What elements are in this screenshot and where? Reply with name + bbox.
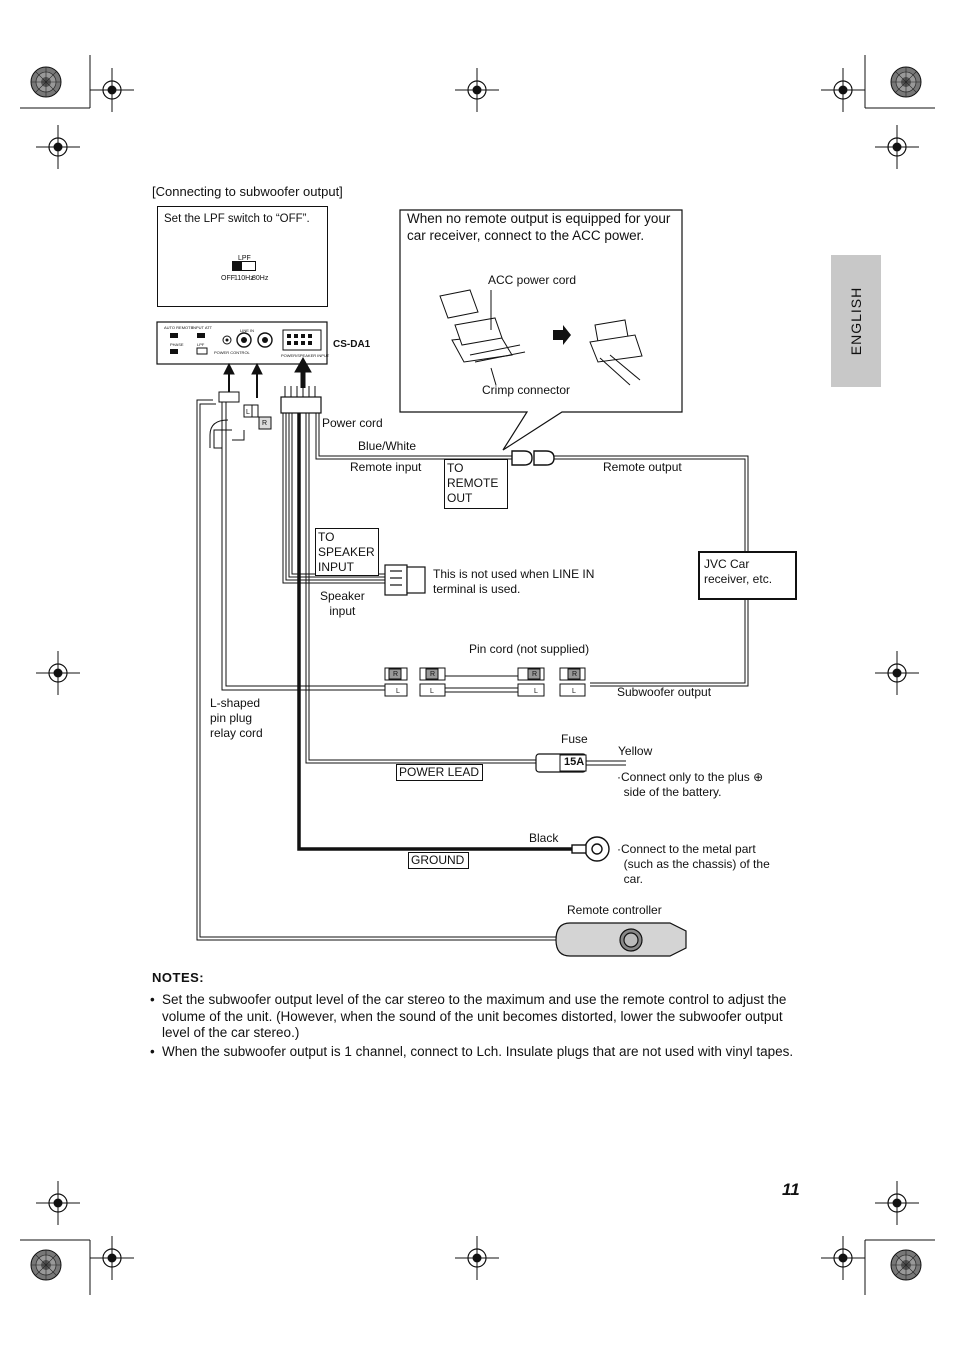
rca-l-3: L [534,688,538,695]
acc-callout-text: When no remote output is equipped for yo… [407,211,671,243]
lpf-instruction-box: Set the LPF switch to “OFF”. LPF OFF 110… [157,206,328,307]
ground-terminal [571,836,610,862]
rca-r-4: R [572,671,578,678]
connect-plus-note: ·Connect only to the plus ⊕ side of the … [617,770,764,799]
unit-label-lpf: LPF [197,342,205,347]
bullet-icon: • [150,1044,155,1059]
note-text-2: When the subwoofer output is 1 channel, … [162,1044,794,1059]
rca-r-1: R [393,671,399,678]
rca-r-2: R [430,671,436,678]
unit-label-auto-remote: AUTO REMOTE [164,325,194,330]
unit-label-phase: PHASE [170,342,184,347]
fuse [535,753,587,773]
unit-label-input-att: INPUT ATT [192,325,213,330]
crimp-connector-drawing [439,289,643,386]
unit-label-line-in: LINE IN [240,328,255,333]
unit-label-power-control: POWER CONTROL [214,350,250,355]
pin-cord-label: Pin cord (not supplied) [469,642,590,656]
rca-r-3: R [532,671,538,678]
relay-r: R [262,420,268,427]
cs-da1-unit [156,321,328,365]
acc-cord-label: ACC power cord [488,273,577,287]
language-tab-label: ENGLISH [848,286,864,356]
bullet-icon: • [150,992,155,1007]
power-lead-box: POWER LEAD [396,764,483,781]
relay-l: L [246,409,250,416]
note-item-2: • When the subwoofer output is 1 channel… [150,1044,800,1061]
power-connector [280,386,322,414]
section-heading: [Connecting to subwoofer output] [152,184,343,199]
language-tab: ENGLISH [831,255,881,387]
note-item-1: • Set the subwoofer output level of the … [150,992,800,1042]
to-speaker-input-label: TO SPEAKER INPUT [318,530,375,574]
to-remote-out-box: TO REMOTE OUT [444,459,508,509]
remote-controller-drawing [555,922,687,957]
subwoofer-output-label: Subwoofer output [617,685,712,699]
rca-l-2: L [430,688,434,695]
lpf-pos-80: 80Hz [252,275,269,282]
fuse-label: Fuse [561,732,588,746]
page-number: 11 [782,1180,800,1199]
rca-plugs [384,667,586,697]
notes-title: NOTES: [152,970,205,985]
speaker-input-connector [384,564,426,596]
yellow-label: Yellow [618,744,653,758]
rca-l-4: L [572,688,576,695]
lpf-switch [232,261,256,271]
jvc-receiver-box: JVC Car receiver, etc. [698,551,797,600]
note-text-1: Set the subwoofer output level of the ca… [162,992,787,1040]
ground-box: GROUND [408,852,469,869]
not-used-note: This is not used when LINE IN terminal i… [433,567,595,596]
lpf-switch-label: LPF [238,255,251,262]
remote-input-label: Remote input [350,460,422,474]
to-speaker-input-box: TO SPEAKER INPUT [315,528,379,576]
remote-connector [511,450,555,466]
power-lead-label: POWER LEAD [399,765,480,779]
crimp-connector-label: Crimp connector [482,383,571,397]
l-shaped-cord-label: L-shaped pin plug relay cord [210,696,263,740]
blue-white-label: Blue/White [358,439,417,453]
unit-model: CS-DA1 [333,339,371,350]
lpf-instruction: Set the LPF switch to “OFF”. [164,213,310,225]
jvc-receiver-label: JVC Car receiver, etc. [704,557,773,586]
connect-metal-note: ·Connect to the metal part (such as the … [617,842,770,886]
black-label: Black [529,831,559,845]
lpf-pos-110: 110Hz [234,275,254,282]
fuse-rating: 15A [564,756,585,768]
speaker-input-label: Speaker input [320,589,365,618]
registration-marks [20,55,935,1295]
to-remote-out-label: TO REMOTE OUT [447,461,499,505]
lpf-pos-off: OFF [221,275,235,282]
remote-controller-label: Remote controller [567,903,662,917]
unit-label-power-speaker: POWER/SPEAKER INPUT [281,353,330,358]
ground-label: GROUND [411,853,465,867]
power-cord-label: Power cord [322,416,383,430]
rca-l-1: L [396,688,400,695]
remote-output-label: Remote output [603,460,682,474]
